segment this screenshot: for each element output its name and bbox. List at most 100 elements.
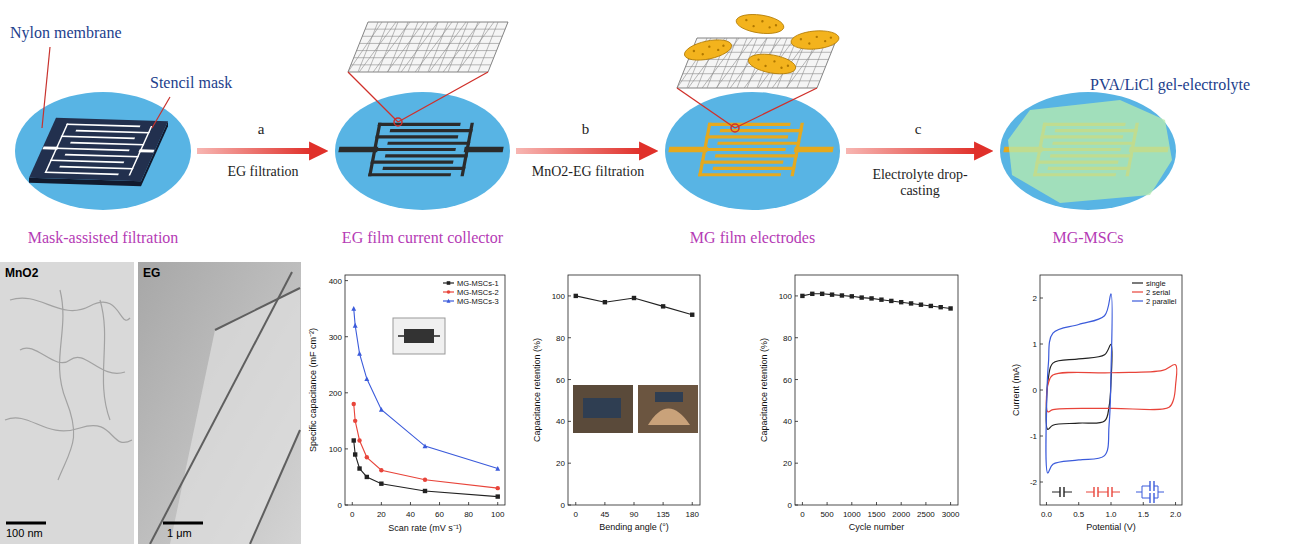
electrode-terminal [141, 149, 153, 153]
inset-device [648, 409, 690, 426]
nanosheet-dot [701, 53, 704, 56]
inset-device [404, 329, 434, 343]
tick-mark [381, 502, 382, 505]
data-marker [364, 376, 369, 381]
data-marker [869, 296, 873, 300]
data-marker [352, 402, 356, 406]
circuit-wire [1154, 486, 1158, 487]
image-label: MnO2 [5, 266, 38, 280]
electrode-finger [717, 154, 796, 157]
data-marker [929, 304, 933, 308]
tick-mark [1111, 502, 1112, 505]
device-illustration [667, 12, 840, 175]
stencil-mask [29, 118, 168, 181]
tick-label: 0 [561, 501, 565, 510]
nanosheet-body [790, 29, 839, 51]
electrode-finger [377, 135, 456, 138]
data-marker [810, 292, 814, 296]
inset-device [583, 398, 621, 418]
stage-caption: Mask-assisted filtration [28, 228, 179, 247]
electrode-finger [51, 160, 123, 162]
data-marker [840, 293, 844, 297]
lattice-line [401, 22, 438, 72]
lattice-line [388, 22, 408, 72]
graphene-sheet [348, 22, 508, 72]
electrode-finger [67, 124, 139, 126]
tick-mark [568, 295, 571, 296]
nanosheet-dot [780, 66, 783, 69]
legend-label: 2 serial [1146, 288, 1170, 297]
tick-label: 2000 [892, 510, 910, 519]
data-marker [353, 323, 358, 328]
device-illustration [1002, 100, 1172, 203]
data-marker [379, 481, 383, 485]
electrode-finger [714, 167, 793, 170]
tick-mark [795, 505, 798, 506]
nanosheet [735, 12, 785, 37]
tick-mark [802, 502, 803, 505]
nanosheet-wrinkles [5, 290, 132, 480]
circuit-wire [1086, 492, 1094, 493]
tick-label: 40 [406, 510, 415, 519]
legend-sample [1132, 282, 1143, 283]
nanosheet-body [747, 51, 797, 77]
electrode-terminal [467, 147, 500, 153]
tick-mark [1040, 344, 1043, 345]
data-marker [447, 281, 451, 285]
lattice-line [368, 22, 388, 72]
scale-bar [163, 522, 203, 525]
data-marker [447, 299, 451, 303]
cv-curve [1046, 294, 1112, 473]
electrode-pattern [667, 124, 835, 174]
tick-mark [439, 502, 440, 505]
electrode-finger [392, 129, 471, 132]
lattice-line [378, 22, 398, 72]
data-line [802, 294, 950, 309]
data-marker [830, 292, 834, 296]
tick-mark [795, 379, 798, 380]
tick-label: 40 [556, 417, 565, 426]
data-marker [357, 351, 362, 356]
sheet-outline [348, 22, 508, 72]
data-marker [850, 294, 854, 298]
ellipse-shape [665, 92, 840, 210]
nanosheet-dot [808, 42, 811, 45]
zoom-circle [731, 124, 739, 132]
data-marker [423, 489, 427, 493]
nanosheet-dot [787, 64, 790, 67]
step-label: Electrolyte drop-casting [870, 167, 970, 199]
data-marker [603, 300, 607, 304]
tick-label: 400 [329, 276, 342, 285]
electrode-finger [77, 131, 149, 133]
inset-terminal [398, 335, 404, 337]
lattice-line [438, 22, 458, 72]
tick-label: 100 [329, 444, 342, 453]
axis-title: Potential (V) [1086, 522, 1136, 532]
tick-mark [795, 421, 798, 422]
tick-label: 0 [1033, 386, 1037, 395]
tick-label: 100 [552, 291, 565, 300]
axis-title: Capacitance retention (%) [532, 338, 542, 442]
nanosheet-dot [815, 36, 818, 39]
tick-mark [345, 280, 348, 281]
data-marker [690, 313, 694, 317]
tick-mark [692, 502, 693, 505]
zoom-line [398, 72, 488, 122]
tick-label: 300 [329, 332, 342, 341]
tick-mark [604, 502, 605, 505]
tick-mark [575, 502, 576, 505]
data-marker [365, 455, 369, 459]
data-marker [351, 306, 356, 311]
tick-label: 200 [329, 388, 342, 397]
axis-title: Bending angle (°) [599, 522, 669, 532]
process-ellipse: MG film electrodes [665, 92, 840, 210]
zoom-line [348, 72, 398, 122]
tick-label: 0.0 [1041, 510, 1052, 519]
circuit-wire [1112, 492, 1120, 493]
tem-image [0, 262, 134, 544]
electrode-finger [66, 155, 138, 157]
data-marker [353, 452, 357, 456]
data-line [354, 309, 498, 469]
nanosheet-body [683, 36, 734, 64]
circuit-wire [1154, 498, 1158, 499]
